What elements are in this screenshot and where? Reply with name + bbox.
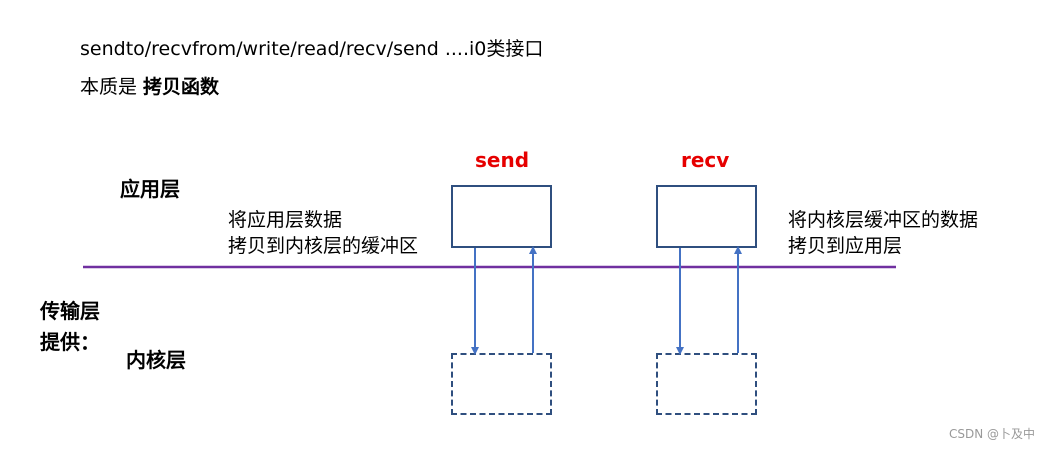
- csdn-watermark: CSDN @卜及中: [948, 427, 1035, 441]
- application-layer-label: 应用层: [120, 177, 180, 201]
- transport-layer-line2: 提供：: [40, 330, 100, 354]
- recv-kernel-buffer-box: [656, 353, 757, 415]
- send-description-line2: 拷贝到内核层的缓冲区: [228, 235, 419, 257]
- essence-prefix: 本质是: [80, 76, 144, 98]
- recv-description: 将内核层缓冲区的数据 拷贝到应用层: [788, 207, 978, 259]
- recv-label: recv: [681, 148, 730, 172]
- essence-text: 本质是 拷贝函数: [80, 72, 219, 99]
- kernel-layer-label: 内核层: [126, 348, 186, 372]
- interface-list-text: sendto/recvfrom/write/read/recv/send ...…: [80, 38, 544, 60]
- send-description: 将应用层数据 拷贝到内核层的缓冲区: [228, 207, 418, 259]
- send-label: send: [475, 148, 530, 172]
- send-kernel-buffer-box: [451, 353, 552, 415]
- recv-description-line2: 拷贝到应用层: [788, 235, 903, 257]
- transport-layer-line1: 传输层: [40, 299, 100, 323]
- essence-bold: 拷贝函数: [143, 76, 220, 98]
- send-app-buffer-box: [451, 185, 552, 248]
- transport-layer-label: 传输层 提供：: [40, 296, 100, 358]
- send-description-line1: 将应用层数据: [228, 209, 343, 231]
- recv-app-buffer-box: [656, 185, 757, 248]
- recv-description-line1: 将内核层缓冲区的数据: [788, 209, 979, 231]
